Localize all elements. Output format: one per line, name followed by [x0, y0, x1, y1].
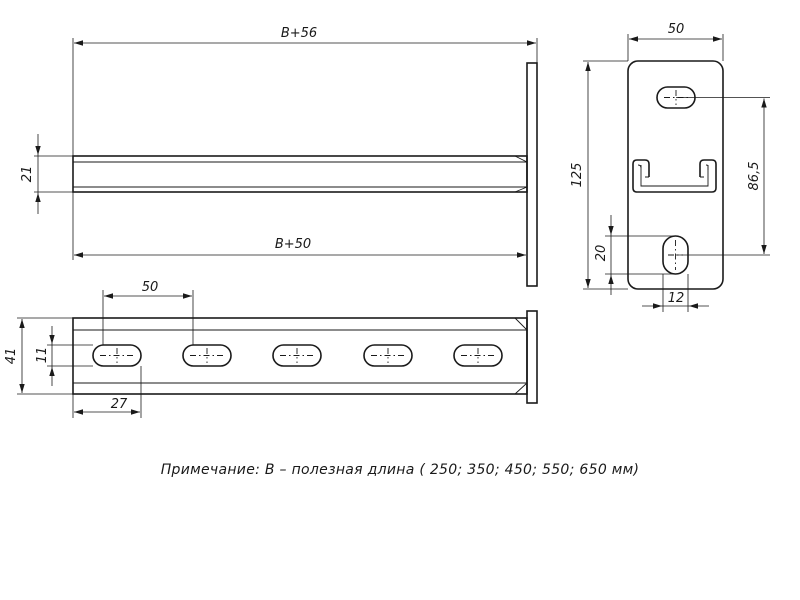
top-arm	[72, 155, 528, 193]
top-plate	[526, 62, 538, 287]
dim-125-label: 125	[570, 163, 585, 188]
dim-20-label: 20	[594, 245, 609, 262]
slot	[92, 344, 142, 367]
side-view: 50 125 86,5 20 12	[570, 22, 770, 312]
dim-side-50-label: 50	[668, 22, 685, 37]
front-view: 50 27 41 11	[4, 280, 538, 418]
slot	[182, 344, 232, 367]
slot	[363, 344, 413, 367]
note-text: Примечание: В – полезная длина ( 250; 35…	[160, 462, 640, 478]
dim-pitch-label: 50	[142, 280, 159, 295]
slot	[272, 344, 322, 367]
top-view: B+56 B+50 21	[20, 26, 538, 287]
dim-11-label: 11	[35, 347, 50, 364]
dim-b50-label: B+50	[275, 237, 311, 252]
slot	[453, 344, 503, 367]
dim-27-label: 27	[111, 397, 128, 412]
dim-21-label: 21	[20, 166, 35, 183]
slot-row	[92, 344, 503, 367]
dim-12-label: 12	[668, 291, 685, 306]
front-plate	[526, 310, 538, 404]
dim-b56-label: B+56	[281, 26, 317, 41]
front-arm	[72, 317, 528, 395]
dim-86-label: 86,5	[747, 162, 762, 191]
channel-profile	[632, 159, 717, 193]
dim-41-label: 41	[4, 348, 19, 365]
side-plate	[627, 60, 724, 290]
